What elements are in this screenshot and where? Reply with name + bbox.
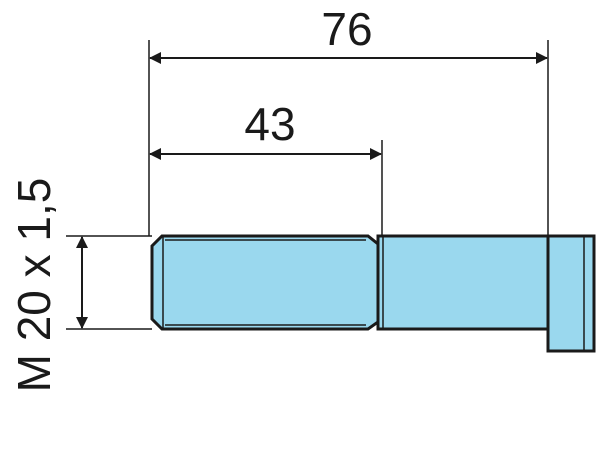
dimension-total-length-label: 76 xyxy=(321,3,372,55)
dimension-thread-length: 43 xyxy=(149,98,382,160)
thread-section xyxy=(150,234,380,331)
shank-section xyxy=(376,234,550,331)
thread-spec-label: M 20 x 1,5 xyxy=(8,178,60,393)
bolt-body xyxy=(150,234,596,353)
dimension-total-length: 76 xyxy=(149,3,548,64)
dimension-thread-length-label: 43 xyxy=(244,98,295,150)
bolt-head xyxy=(546,234,596,353)
extension-lines xyxy=(66,40,549,330)
